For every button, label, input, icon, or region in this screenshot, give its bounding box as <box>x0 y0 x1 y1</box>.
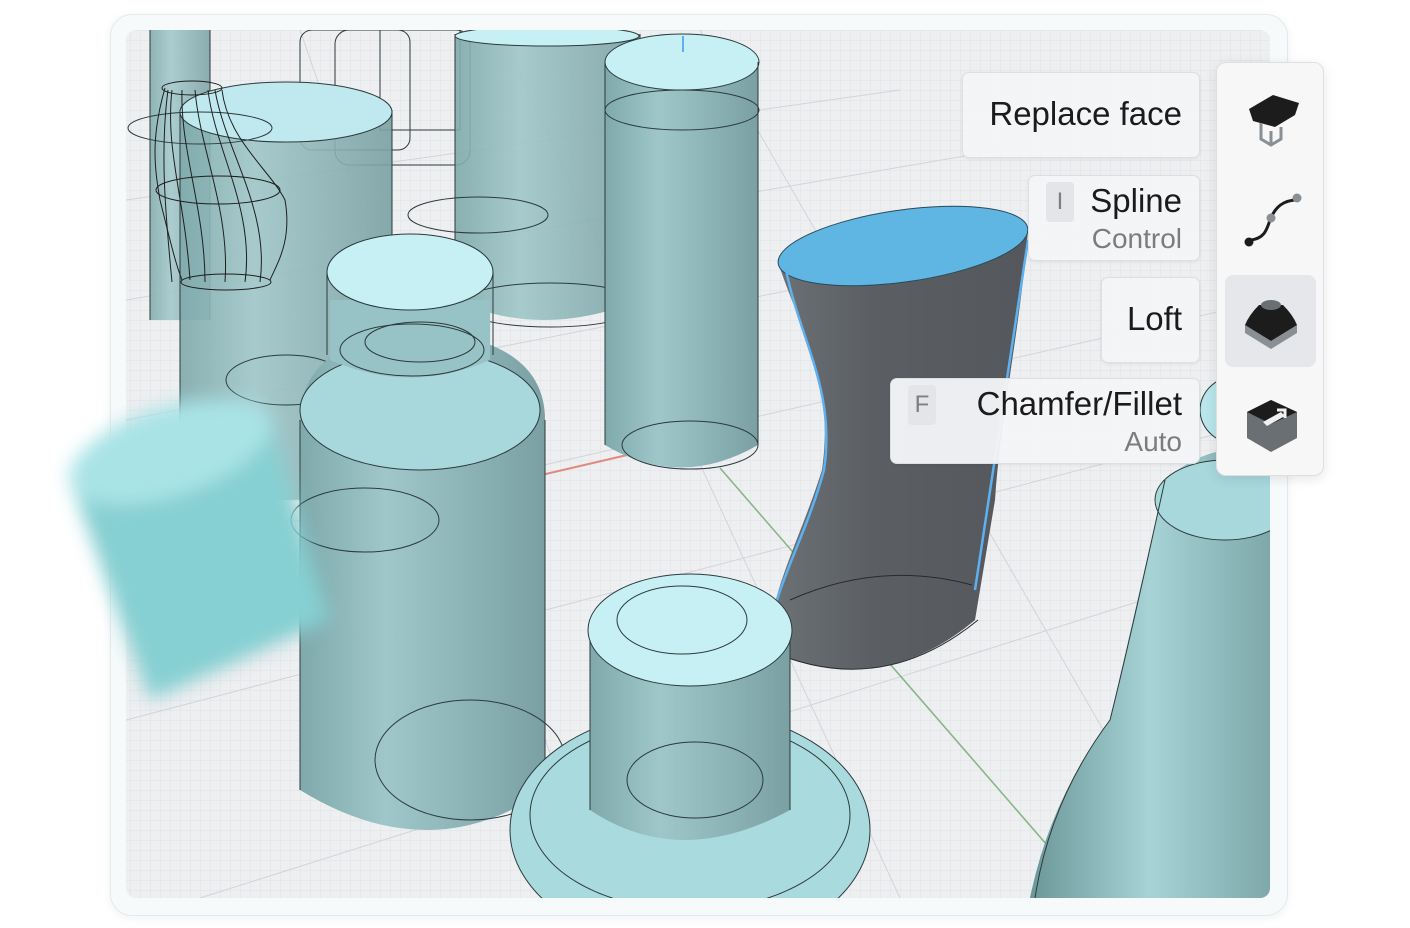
wireframe-vase <box>154 80 288 291</box>
chamfer-fillet-label: Chamfer/Fillet <box>976 385 1182 422</box>
replace-face-icon <box>1249 95 1299 147</box>
spline-mode: Control <box>1091 223 1182 254</box>
loft-tool[interactable] <box>1225 275 1316 367</box>
bottle-front-center <box>509 573 871 898</box>
chamfer-fillet-tool[interactable] <box>1225 376 1316 468</box>
replace-face-label: Replace face <box>989 95 1182 132</box>
spline-tool[interactable] <box>1225 174 1316 266</box>
replace-face-tool[interactable] <box>1225 73 1316 165</box>
chamfer-fillet-icon <box>1247 400 1297 452</box>
3d-viewport[interactable] <box>126 30 1270 898</box>
replace-face-command[interactable]: Replace face <box>962 72 1200 158</box>
cylinder-tall-right <box>604 33 760 470</box>
spline-icon <box>1244 193 1302 247</box>
tool-palette <box>1216 62 1324 476</box>
spline-label: Spline <box>1090 182 1182 219</box>
loft-command[interactable]: Loft <box>1101 277 1200 363</box>
spline-command[interactable]: I Spline Control <box>1028 175 1200 261</box>
loft-icon <box>1245 300 1297 349</box>
chamfer-fillet-shortcut-key: F <box>908 385 936 425</box>
bottle-front-left <box>290 233 566 830</box>
chamfer-fillet-mode: Auto <box>1124 426 1182 457</box>
loft-label: Loft <box>1126 300 1182 337</box>
spline-shortcut-key: I <box>1046 182 1074 222</box>
chamfer-fillet-command[interactable]: F Chamfer/Fillet Auto <box>890 378 1200 464</box>
